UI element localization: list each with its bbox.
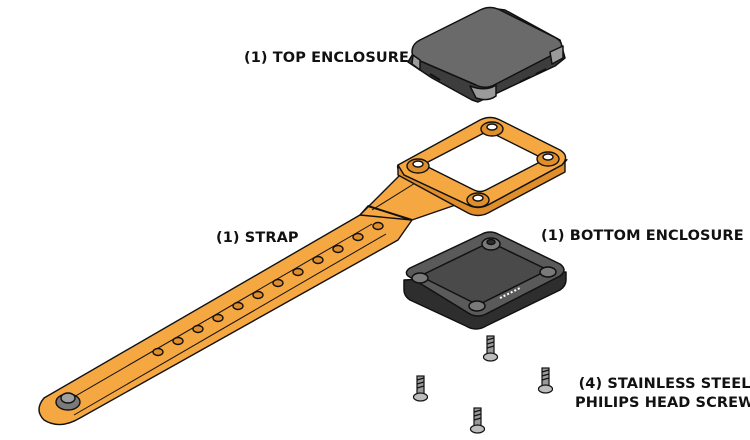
strap-hole xyxy=(312,255,324,265)
screw-label-line1: (4) STAINLESS STEEL xyxy=(578,376,750,392)
strap-hole xyxy=(212,313,224,323)
strap-hole xyxy=(332,244,344,254)
top-enclosure-label: (1) TOP ENCLOSURE xyxy=(244,50,410,66)
bottom-enclosure xyxy=(403,231,567,330)
strap-hole xyxy=(192,324,204,334)
strap-hole xyxy=(152,347,164,357)
screw-label: (4) STAINLESS STEEL PHILIPS HEAD SCREW xyxy=(575,375,750,413)
strap-hole xyxy=(252,290,264,300)
screw-label-line2: PHILIPS HEAD SCREW xyxy=(575,395,750,411)
screw xyxy=(537,367,554,394)
screw xyxy=(482,335,499,362)
bottom-post xyxy=(411,272,429,284)
top-enclosure xyxy=(407,6,566,103)
strap-hole xyxy=(372,221,384,231)
screw xyxy=(469,407,486,434)
strap-hole xyxy=(172,336,184,346)
strap-hole xyxy=(292,267,304,277)
frame-posts xyxy=(406,121,560,208)
strap xyxy=(38,116,568,426)
screw xyxy=(412,375,429,402)
bottom-post xyxy=(539,266,557,278)
strap-label: (1) STRAP xyxy=(216,230,299,246)
screws xyxy=(412,335,554,434)
strap-hole xyxy=(272,278,284,288)
strap-holes xyxy=(152,221,384,357)
strap-hole xyxy=(352,232,364,242)
bottom-post xyxy=(468,300,486,312)
bottom-enclosure-label: (1) BOTTOM ENCLOSURE xyxy=(541,228,744,244)
strap-hole xyxy=(232,301,244,311)
